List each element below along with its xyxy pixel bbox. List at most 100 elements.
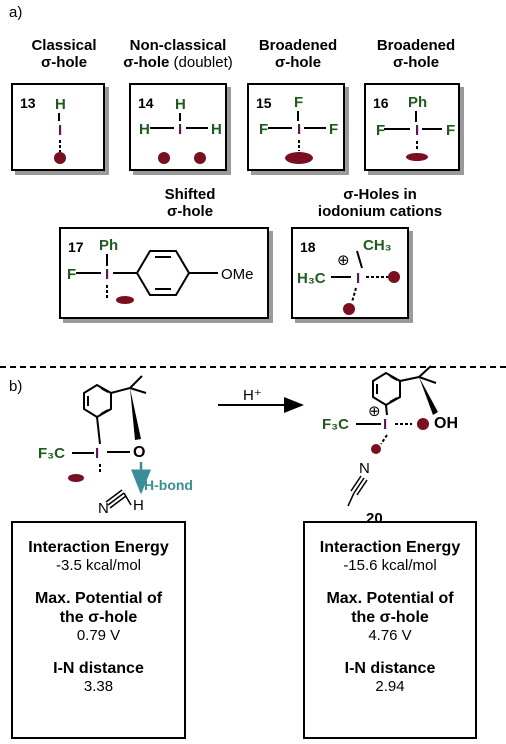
positive-charge-icon-20: ⊕ (368, 403, 381, 420)
atom-iodine: I (105, 266, 110, 283)
atom-iodine-20: I (383, 416, 388, 433)
bond-aryl-i (385, 404, 388, 416)
max-potential-title-line2: the σ-hole (351, 609, 429, 626)
max-potential-title: Max. Potential of (326, 590, 454, 607)
interaction-energy-title: Interaction Energy (319, 539, 461, 556)
header-classical-line2: σ-hole (40, 54, 88, 71)
sigma-hole-right (388, 271, 400, 283)
panel-a-label: a) (9, 4, 23, 21)
card-15: 15 F F F I (247, 83, 345, 171)
atom-f3c-20: F₃C (322, 416, 349, 433)
header-nonclassical: Non-classical σ-hole (doublet) (108, 37, 248, 71)
atom-n-19: N (98, 500, 109, 517)
card-14: 14 H H H I (129, 83, 227, 171)
header-iodonium-line1: σ-Holes in (343, 186, 417, 203)
header-broadened-2-line1: Broadened (376, 37, 456, 54)
atom-ch3: CH₃ (363, 237, 392, 254)
max-potential-value: 4.76 V (368, 627, 412, 644)
header-broadened-1: Broadened σ-hole (248, 37, 348, 71)
max-potential-value: 0.79 V (76, 627, 121, 644)
header-classical-line1: Classical (31, 37, 97, 54)
card-16: 16 Ph F F I (364, 83, 460, 171)
atom-o-19: O (133, 444, 146, 461)
sigma-hole-broad (406, 153, 428, 161)
sigma-hole-right (194, 152, 206, 164)
sigma-hole-20-bottom (371, 444, 381, 454)
compound-number-17: 17 (68, 239, 84, 255)
compound-number-16: 16 (373, 95, 389, 111)
sigma-dash-20-bottom (380, 434, 388, 445)
atom-iodine: I (297, 121, 302, 138)
atom-iodine-19: I (95, 445, 100, 462)
in-distance-value: 2.94 (375, 678, 405, 695)
in-distance-title: I-N distance (344, 660, 436, 677)
atom-ph: Ph (99, 237, 119, 254)
sigma-hole-bottom (343, 303, 355, 315)
atom-f-top: F (294, 94, 304, 111)
header-shifted: Shifted σ-hole (120, 186, 260, 220)
header-broadened-2: Broadened σ-hole (361, 37, 471, 71)
interaction-energy-value: -15.6 kcal/mol (343, 557, 437, 574)
atom-oh-20: OH (434, 415, 458, 432)
sigma-hole-broad (285, 152, 313, 164)
sigma-hole (54, 152, 66, 164)
atom-f-right: F (329, 121, 339, 138)
sigma-hole-shifted (116, 296, 134, 304)
hbond-label: H-bond (144, 477, 193, 493)
in-distance-title: I-N distance (53, 660, 144, 677)
atom-n-20: N (359, 460, 370, 477)
sigma-dash-bottom (351, 287, 357, 303)
atom-f3c-19: F₃C (38, 445, 65, 462)
max-potential-title-line2: the σ-hole (59, 609, 138, 626)
header-broadened-1-line2: σ-hole (274, 54, 322, 71)
compound-number-13: 13 (20, 95, 36, 111)
atom-iodine: I (356, 270, 361, 287)
atom-ph: Ph (408, 94, 428, 111)
atom-f-left: F (259, 121, 269, 138)
atom-h: H (55, 96, 66, 113)
compound-number-14: 14 (138, 95, 154, 111)
header-classical: Classical σ-hole (14, 37, 114, 71)
bond-ch3-i (356, 250, 363, 269)
info-box-20: Interaction Energy -15.6 kcal/mol Max. P… (303, 521, 477, 739)
atom-h3c: H₃C (297, 270, 326, 287)
header-broadened-1-line1: Broadened (258, 37, 338, 54)
atom-f: F (67, 266, 77, 283)
sigma-hole-left (158, 152, 170, 164)
positive-charge-icon: ⊕ (337, 252, 350, 269)
header-shifted-line2: σ-hole (166, 203, 214, 220)
bond-aryl-i (96, 416, 101, 445)
interaction-energy-title: Interaction Energy (28, 539, 169, 556)
methoxy-group: OMe (221, 266, 254, 283)
atom-h-right: H (211, 121, 222, 138)
interaction-energy-value: -3.5 kcal/mol (55, 557, 142, 574)
benzene-ring-20 (372, 371, 401, 407)
max-potential-title: Max. Potential of (34, 590, 163, 607)
atom-h-19: H (133, 497, 144, 514)
atom-h-left: H (139, 121, 150, 138)
compound-number-18: 18 (300, 239, 316, 255)
info-box-19: Interaction Energy -3.5 kcal/mol Max. Po… (11, 521, 186, 739)
header-iodonium-line2: iodonium cations (317, 203, 443, 220)
reagent-label: H⁺ (243, 387, 262, 404)
header-nonclassical-line1: Non-classical (129, 37, 227, 54)
benzene-ring-19 (83, 383, 112, 419)
atom-f-left: F (376, 122, 386, 139)
header-nonclassical-line2: σ-hole (123, 54, 170, 71)
atom-f-right: F (446, 122, 456, 139)
in-distance-value: 3.38 (83, 678, 114, 695)
sigma-hole-20-right (417, 418, 429, 430)
compound-number-15: 15 (256, 95, 272, 111)
atom-iodine: I (178, 121, 183, 138)
atom-iodine: I (415, 122, 420, 139)
atom-h-top: H (175, 96, 186, 113)
section-divider (0, 366, 506, 368)
header-broadened-2-line2: σ-hole (392, 54, 440, 71)
atom-iodine: I (58, 122, 63, 139)
sigma-hole-19 (68, 474, 84, 482)
panel-b-label: b) (9, 378, 23, 395)
header-nonclassical-note: (doublet) (173, 54, 233, 71)
header-iodonium: σ-Holes in iodonium cations (290, 186, 470, 220)
header-shifted-line1: Shifted (164, 186, 216, 203)
